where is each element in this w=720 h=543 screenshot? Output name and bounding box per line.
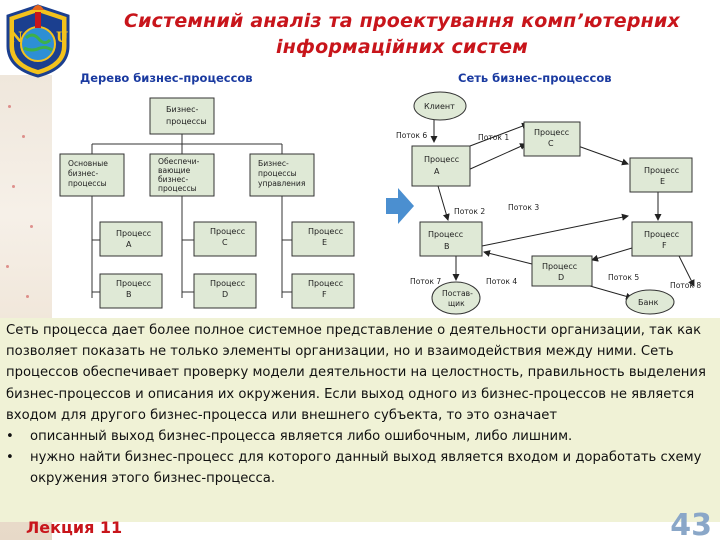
- svg-text:E: E: [322, 238, 327, 247]
- svg-text:процессы: процессы: [68, 179, 107, 188]
- svg-text:Обеспечи-: Обеспечи-: [158, 157, 200, 166]
- svg-text:бизнес-: бизнес-: [158, 175, 188, 184]
- network-node-client: Клиент: [413, 91, 467, 121]
- svg-text:F: F: [662, 241, 667, 250]
- svg-text:U: U: [56, 30, 68, 46]
- svg-text:Процесс: Процесс: [644, 166, 679, 175]
- process-diagram: Дерево бизнес-процессов Сеть бизнес-проц…: [58, 70, 720, 318]
- svg-text:А: А: [126, 240, 132, 249]
- svg-text:А: А: [434, 167, 440, 176]
- svg-text:D: D: [222, 290, 228, 299]
- tree-node-management-processes: Бизнес- процессы управления: [249, 153, 315, 197]
- svg-text:Бизнес-: Бизнес-: [258, 159, 289, 168]
- flow-label-6: Поток 6: [396, 131, 427, 140]
- svg-text:Постав-: Постав-: [442, 289, 473, 298]
- network-node-process-d: Процесс D: [531, 255, 593, 287]
- transition-arrow: [386, 188, 414, 224]
- bullet-item-1: •описанный выход бизнес-процесса являетс…: [6, 426, 714, 447]
- svg-text:С: С: [548, 139, 554, 148]
- svg-text:вающие: вающие: [158, 166, 191, 175]
- page-number: 43: [670, 508, 712, 543]
- bullet-item-2: •нужно найти бизнес-процесс для которого…: [6, 447, 714, 489]
- svg-text:Процесс: Процесс: [308, 227, 343, 236]
- svg-text:щик: щик: [448, 299, 465, 308]
- bullet-list: •описанный выход бизнес-процесса являетс…: [6, 426, 714, 490]
- svg-text:процессы: процессы: [158, 184, 197, 193]
- tree-diagram: [91, 134, 292, 298]
- svg-text:N: N: [10, 30, 23, 46]
- tree-node-process-c: Процесс С: [193, 221, 257, 257]
- bullet-marker: •: [6, 450, 14, 466]
- university-logo: N U: [2, 2, 74, 78]
- explanation-paragraph: Сеть процесса дает более полное системно…: [6, 323, 706, 423]
- slide-title: Системний аналіз та проектування комп’ют…: [84, 8, 720, 60]
- svg-text:Процесс: Процесс: [424, 155, 459, 164]
- tree-node-process-b: Процесс В: [99, 273, 163, 309]
- tree-node-main-processes: Основные бизнес- процессы: [59, 153, 125, 197]
- flow-label-7: Поток 7: [410, 277, 441, 286]
- tree-heading: Дерево бизнес-процессов: [80, 71, 253, 85]
- flow-label-3: Поток 3: [508, 203, 539, 212]
- tree-node-process-d: Процесс D: [193, 273, 257, 309]
- svg-text:Процесс: Процесс: [308, 279, 343, 288]
- tree-node-process-a: Процесс А: [99, 221, 163, 257]
- flow-label-5: Поток 5: [608, 273, 639, 282]
- svg-text:Банк: Банк: [638, 298, 659, 307]
- network-node-process-c: Процесс С: [523, 121, 581, 157]
- slide-title-line-1: Системний аналіз та проектування комп’ют…: [124, 10, 680, 32]
- svg-text:F: F: [322, 290, 327, 299]
- svg-text:С: С: [222, 238, 228, 247]
- flow-label-2: Поток 2: [454, 207, 485, 216]
- tree-node-process-e: Процесс E: [291, 221, 355, 257]
- svg-text:В: В: [444, 242, 450, 251]
- svg-text:В: В: [126, 290, 132, 299]
- flow-label-8: Поток 8: [670, 281, 701, 290]
- tree-node-support-processes: Обеспечи- вающие бизнес- процессы: [149, 153, 215, 197]
- svg-text:управления: управления: [258, 179, 305, 188]
- svg-text:Клиент: Клиент: [424, 102, 455, 111]
- svg-text:Процесс: Процесс: [210, 279, 245, 288]
- network-node-process-f: Процесс F: [631, 221, 693, 257]
- svg-text:Бизнес-: Бизнес-: [166, 105, 198, 114]
- svg-text:Процесс: Процесс: [116, 229, 151, 238]
- bullet-marker: •: [6, 429, 14, 445]
- svg-text:бизнес-: бизнес-: [68, 169, 98, 178]
- svg-text:процессы: процессы: [166, 117, 207, 126]
- flow-label-4: Поток 4: [486, 277, 517, 286]
- network-diagram: [430, 120, 695, 300]
- svg-text:Процесс: Процесс: [210, 227, 245, 236]
- svg-text:Процесс: Процесс: [644, 230, 679, 239]
- lecture-label: Лекция 11: [26, 518, 123, 537]
- svg-text:Основные: Основные: [68, 159, 108, 168]
- svg-text:Процесс: Процесс: [542, 262, 577, 271]
- svg-text:Процесс: Процесс: [116, 279, 151, 288]
- svg-text:процессы: процессы: [258, 169, 297, 178]
- network-node-bank: Банк: [625, 289, 675, 315]
- network-node-process-b: Процесс В: [419, 221, 483, 257]
- svg-text:Е: Е: [660, 177, 665, 186]
- svg-text:Процесс: Процесс: [428, 230, 463, 239]
- network-node-process-a: Процесс А: [411, 145, 471, 187]
- flow-label-1: Поток 1: [478, 133, 509, 142]
- explanation-panel: Сеть процесса дает более полное системно…: [0, 318, 720, 522]
- tree-node-process-f: Процесс F: [291, 273, 355, 309]
- network-heading: Сеть бизнес-процессов: [458, 71, 612, 85]
- tree-root-node: Бизнес- процессы: [149, 97, 215, 135]
- svg-text:Процесс: Процесс: [534, 128, 569, 137]
- svg-text:D: D: [558, 273, 564, 282]
- slide-title-line-2: інформаційних систем: [276, 36, 528, 58]
- network-node-supplier: Постав- щик: [431, 281, 481, 315]
- network-node-process-e: Процесс Е: [629, 157, 693, 193]
